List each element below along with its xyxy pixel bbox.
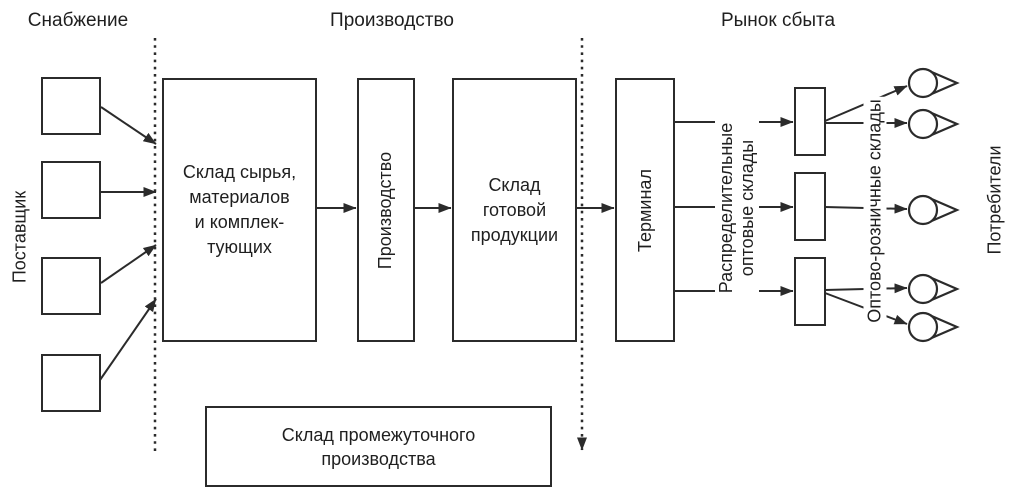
terminal-box-label: Терминал — [634, 168, 655, 252]
finished-goods-warehouse-box: Склад готовой продукции — [452, 78, 577, 342]
supplier-square-1 — [41, 77, 101, 135]
wholesale-retail-warehouses-label: Оптово-розничные склады — [863, 97, 887, 325]
consumer-icon-5 — [907, 311, 960, 343]
consumer-icon-2 — [907, 108, 960, 140]
raw-materials-warehouse-box: Склад сырья, материалов и комплек- тующи… — [162, 78, 317, 342]
consumer-icon-4 — [907, 273, 960, 305]
distribution-warehouse-2 — [794, 172, 826, 241]
arrow-supplier-4 — [99, 298, 157, 381]
consumer-icon-1 — [907, 67, 960, 99]
supplier-square-4 — [41, 354, 101, 412]
distribution-warehouse-3 — [794, 257, 826, 326]
production-box: Производство — [357, 78, 415, 342]
supplier-square-3 — [41, 257, 101, 315]
arrow-supplier-3 — [100, 244, 157, 284]
intermediate-production-warehouse-box: Склад промежуточного производства — [205, 406, 552, 487]
section-heading-supply: Снабжение — [27, 10, 129, 31]
distribution-warehouse-1 — [794, 87, 826, 156]
supplier-square-2 — [41, 161, 101, 219]
distribution-wholesale-warehouses-label: Распределительные оптовые склады — [715, 120, 759, 296]
terminal-box: Терминал — [615, 78, 675, 342]
section-heading-production: Производство — [330, 10, 454, 31]
section-heading-market: Рынок сбыта — [720, 10, 836, 31]
consumers-label: Потребители — [983, 143, 1007, 257]
consumer-icon-3 — [907, 194, 960, 226]
production-box-label: Производство — [375, 151, 396, 269]
supplier-label: Поставщик — [8, 188, 32, 286]
arrow-supplier-1 — [100, 106, 157, 145]
